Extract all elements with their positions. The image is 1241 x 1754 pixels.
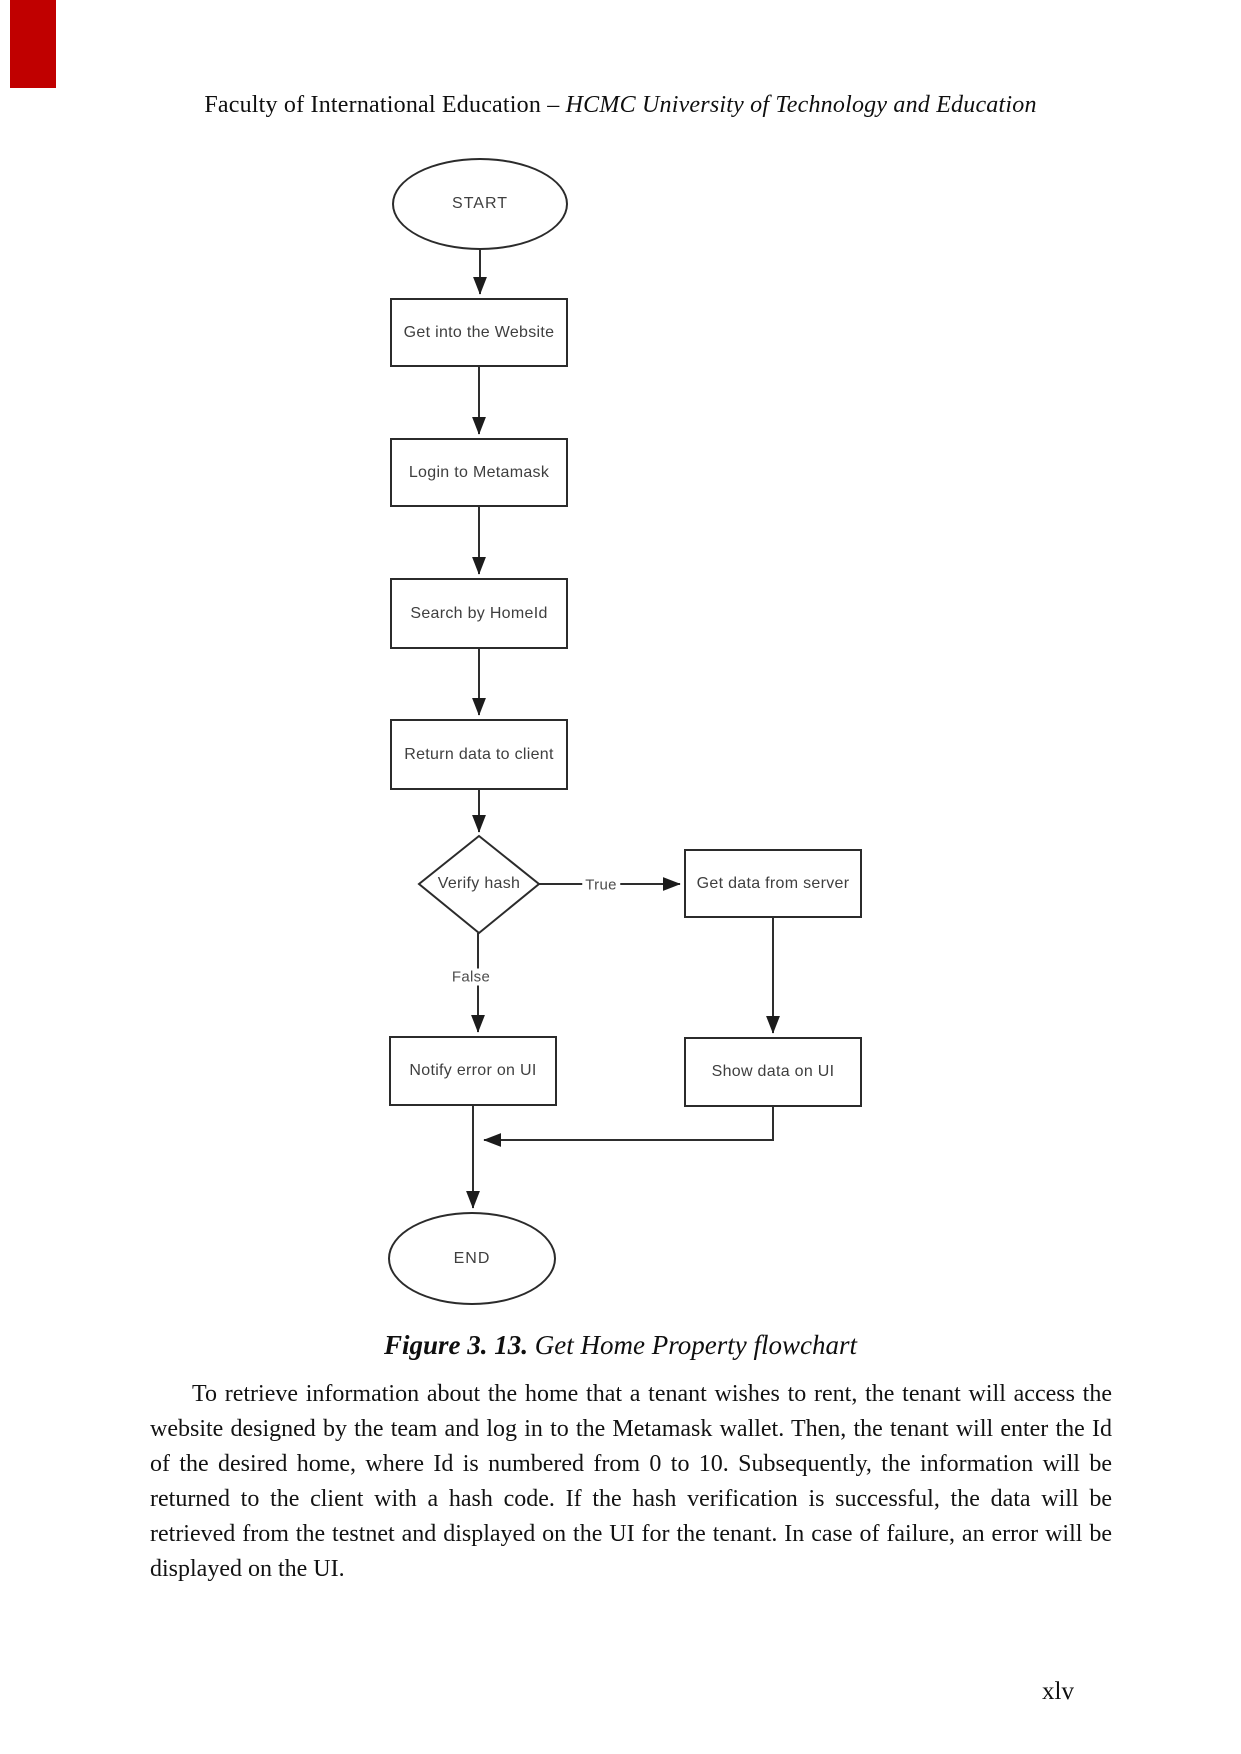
flow-node-login-metamask: Login to Metamask: [390, 438, 568, 507]
flow-node-notify-error: Notify error on UI: [389, 1036, 557, 1106]
flow-node-login-metamask-label: Login to Metamask: [408, 463, 550, 481]
red-annotation-mark: [10, 0, 56, 88]
flow-node-start: START: [392, 158, 568, 250]
figure-caption-title: Get Home Property flowchart: [528, 1330, 857, 1360]
edge-label-false: False: [448, 968, 494, 986]
flow-node-notify-error-label: Notify error on UI: [409, 1062, 537, 1079]
figure-caption-number: Figure 3. 13.: [384, 1330, 529, 1360]
flow-node-search-homeid-label: Search by HomeId: [410, 604, 548, 622]
flow-node-return-data-label: Return data to client: [404, 745, 554, 763]
page-header-faculty: Faculty of International Education –: [204, 92, 566, 118]
flow-node-start-label: START: [452, 195, 508, 212]
flow-node-end-label: END: [453, 1249, 491, 1267]
flow-node-search-homeid: Search by HomeId: [390, 578, 568, 649]
flow-node-show-data-label: Show data on UI: [711, 1063, 835, 1080]
flow-node-get-data-server-label: Get data from server: [696, 874, 850, 892]
flow-node-get-data-server: Get data from server: [684, 849, 862, 918]
flow-node-return-data: Return data to client: [390, 719, 568, 790]
flow-node-show-data: Show data on UI: [684, 1037, 862, 1107]
flow-node-get-into-website-label: Get into the Website: [403, 323, 555, 341]
body-paragraph: To retrieve information about the home t…: [150, 1381, 1112, 1582]
flow-node-get-into-website: Get into the Website: [390, 298, 568, 367]
edge-showdata-merge: [483, 1107, 774, 1147]
flow-node-end: END: [388, 1212, 556, 1305]
page-number: xlv: [1042, 1678, 1074, 1705]
flow-node-verify-hash: Verify hash: [419, 864, 539, 904]
figure-caption: Figure 3. 13. Get Home Property flowchar…: [0, 1330, 1241, 1361]
page-header-university: HCMC University of Technology and Educat…: [565, 92, 1037, 118]
edge-label-true: True: [582, 876, 620, 894]
flow-node-verify-hash-label: Verify hash: [437, 875, 521, 892]
page-header: Faculty of International Education – HCM…: [0, 92, 1241, 119]
